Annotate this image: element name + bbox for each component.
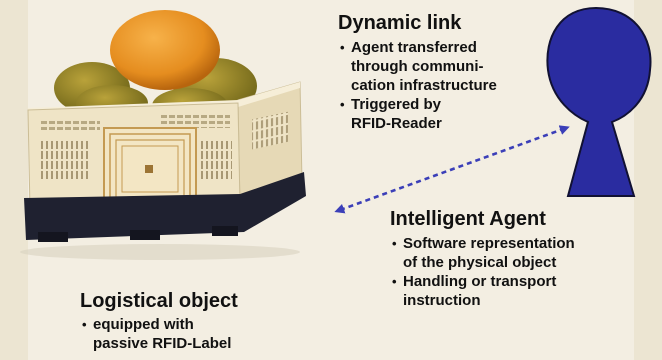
logistical-object-bullet-continued: passive RFID-Label — [93, 335, 232, 352]
intelligent-agent-bullets: Software representation of the physical … — [390, 234, 575, 310]
intelligent-agent-callout: Intelligent Agent Software representatio… — [390, 207, 575, 310]
intelligent-agent-bullet-continued: of the physical object — [403, 254, 557, 271]
logistical-object-title: Logistical object — [80, 290, 238, 312]
logistical-object-bullet: equipped with — [80, 315, 238, 334]
pallet-base — [24, 172, 306, 240]
crate-with-oranges-image — [20, 10, 306, 260]
dynamic-link-bullet: Agent transferred — [338, 38, 497, 57]
intelligent-agent-bullet: Software representation — [390, 234, 575, 253]
dynamic-link-callout: Dynamic link Agent transferred through c… — [338, 11, 497, 133]
dynamic-link-arrow — [334, 125, 570, 214]
dynamic-link-bullets: Agent transferred through communi- catio… — [338, 38, 497, 133]
logistical-object-bullets: equipped with passive RFID-Label — [80, 315, 238, 353]
intelligent-agent-bullet: Handling or transport — [390, 272, 575, 291]
dynamic-link-bullet-continued: cation infrastructure — [351, 77, 497, 94]
orange-top — [110, 10, 220, 90]
intelligent-agent-title: Intelligent Agent — [390, 208, 546, 230]
intelligent-agent-bullet-continued: instruction — [403, 292, 481, 309]
logistical-object-callout: Logistical object equipped with passive … — [80, 289, 238, 353]
dynamic-link-bullet-continued: through communi- — [351, 58, 484, 75]
dynamic-link-title: Dynamic link — [338, 12, 462, 34]
dynamic-link-bullet-continued: RFID-Reader — [351, 115, 442, 132]
dynamic-link-bullet: Triggered by — [338, 95, 497, 114]
person-silhouette-icon — [546, 6, 652, 197]
left-border-strip — [0, 0, 28, 360]
